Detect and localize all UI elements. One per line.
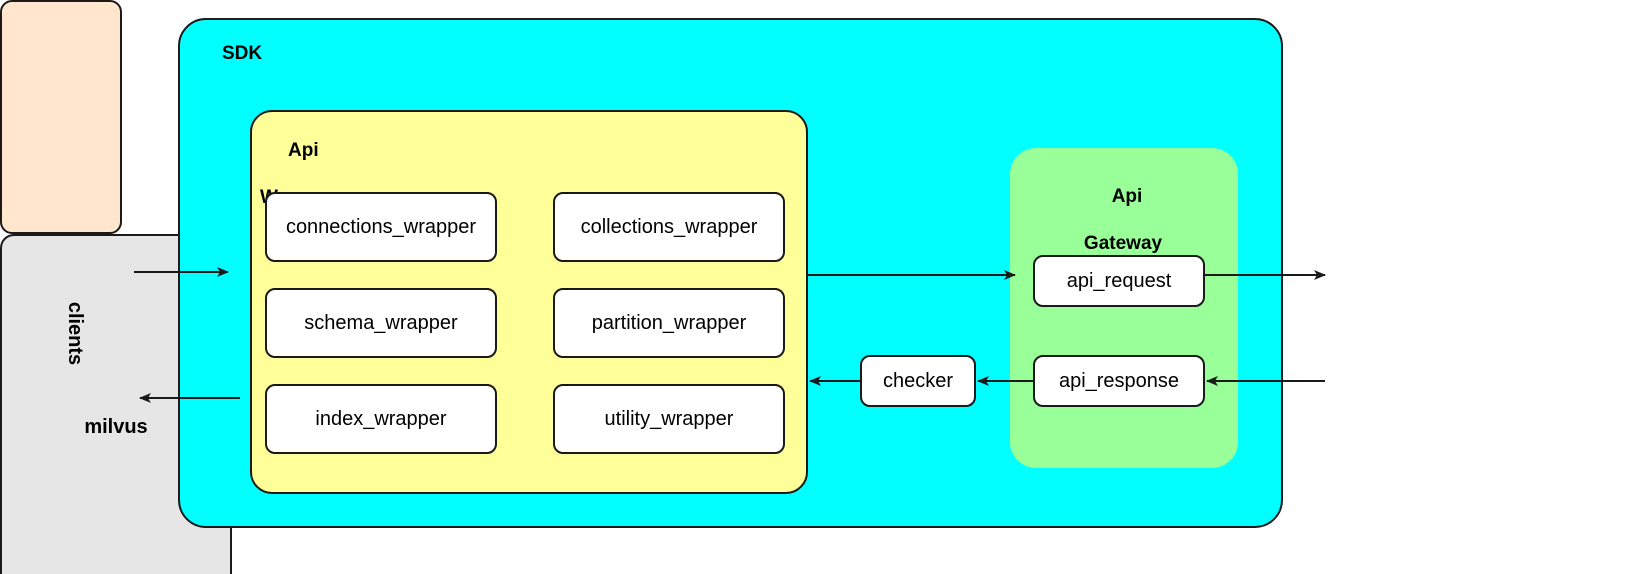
node-api-response[interactable]: api_response [1033,355,1205,407]
node-collections-wrapper[interactable]: collections_wrapper [553,192,785,262]
clients-label-text: clients [64,301,87,365]
node-connections-wrapper[interactable]: connections_wrapper [265,192,497,262]
api-gateway-label-line1: Api [1111,186,1143,208]
node-clients-label: clients [16,218,134,448]
node-index-wrapper[interactable]: index_wrapper [265,384,497,454]
node-partition-wrapper[interactable]: partition_wrapper [553,288,785,358]
node-checker[interactable]: checker [860,355,976,407]
api-gateway-label-line2: Gateway [1083,232,1163,254]
api-gateway-container [1010,148,1238,468]
node-clients[interactable] [0,0,122,234]
node-schema-wrapper[interactable]: schema_wrapper [265,288,497,358]
node-api-request[interactable]: api_request [1033,255,1205,307]
api-gateway-label: Api Gateway [1018,162,1228,255]
sdk-label: SDK [222,43,263,64]
api-wrapper-label-line1: Api [288,140,319,162]
node-utility-wrapper[interactable]: utility_wrapper [553,384,785,454]
